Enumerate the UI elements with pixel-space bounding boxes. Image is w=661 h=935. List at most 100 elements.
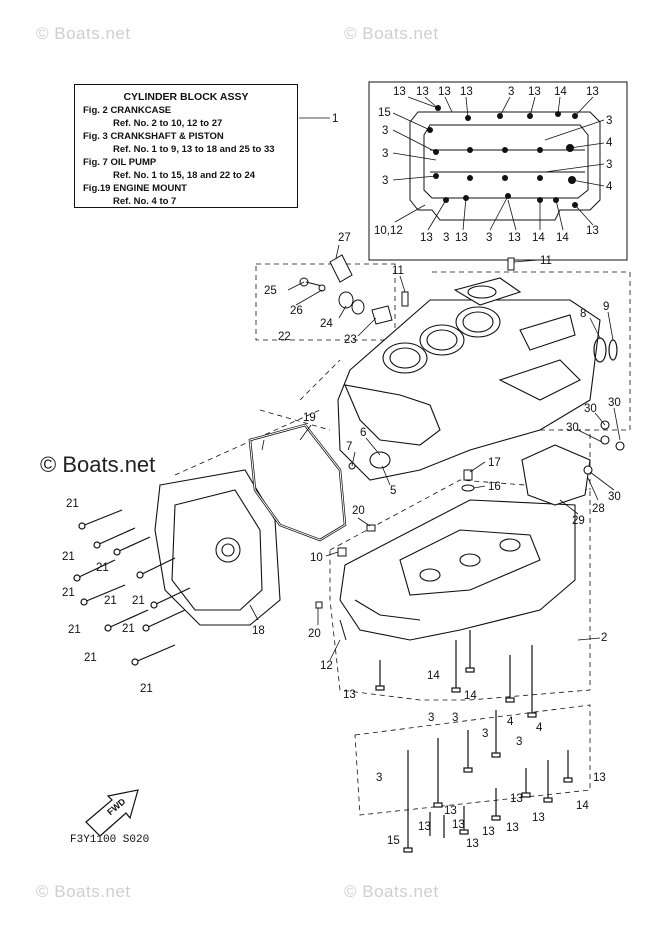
callout-24: 24 <box>320 318 333 330</box>
dowel-10 <box>337 547 347 557</box>
callout-13: 13 <box>506 822 519 834</box>
callout-21: 21 <box>122 623 135 635</box>
callout-13: 13 <box>452 819 465 831</box>
callout-30: 30 <box>584 403 597 415</box>
callout-27: 27 <box>338 232 351 244</box>
callout-19: 19 <box>303 412 316 424</box>
callout-5: 5 <box>390 485 396 497</box>
callout-14: 14 <box>556 232 569 244</box>
callout-3: 3 <box>376 772 382 784</box>
callout-13: 13 <box>438 86 451 98</box>
callout-3: 3 <box>382 175 388 187</box>
info-box-line-2: Ref. No. 2 to 10, 12 to 27 <box>113 118 223 129</box>
callout-16: 16 <box>488 481 501 493</box>
callout-13: 13 <box>532 812 545 824</box>
callout-1: 1 <box>332 113 338 125</box>
callout-13: 13 <box>393 86 406 98</box>
callout-3: 3 <box>382 148 388 160</box>
callout-3: 3 <box>516 736 522 748</box>
callout-13: 13 <box>420 232 433 244</box>
callout-10-12: 10,12 <box>374 225 403 237</box>
info-box-line-4: Ref. No. 1 to 9, 13 to 18 and 25 to 33 <box>113 144 275 155</box>
bolt-group-box <box>354 704 591 816</box>
callout-4: 4 <box>606 137 613 149</box>
callout-12: 12 <box>320 660 333 672</box>
callout-13: 13 <box>455 232 468 244</box>
callout-3: 3 <box>428 712 434 724</box>
callout-26: 26 <box>290 305 303 317</box>
callout-30: 30 <box>566 422 579 434</box>
callout-3: 3 <box>382 125 388 137</box>
watermark-top-right: © Boats.net <box>344 24 439 43</box>
callout-21: 21 <box>104 595 117 607</box>
lower-crankcase-box <box>329 479 591 701</box>
upper-block-box <box>432 271 631 431</box>
callout-29: 29 <box>572 515 585 527</box>
callout-11: 11 <box>540 255 552 267</box>
o-ring-16 <box>461 484 475 492</box>
callout-7: 7 <box>346 441 352 453</box>
callout-3: 3 <box>486 232 492 244</box>
callout-10: 10 <box>310 552 323 564</box>
fwd-arrow: FWD <box>85 789 139 837</box>
block-guide <box>299 359 341 401</box>
callout-3: 3 <box>443 232 449 244</box>
callout-30: 30 <box>608 397 621 409</box>
o-ring-9 <box>608 339 618 361</box>
screw-27 <box>329 254 353 283</box>
callout-21: 21 <box>132 595 145 607</box>
callout-13: 13 <box>482 826 495 838</box>
watermark-top-left: © Boats.net <box>36 24 131 43</box>
bolt-pattern-box <box>368 81 628 261</box>
callout-21: 21 <box>62 587 75 599</box>
diagram-code: F3Y1100 S020 <box>70 834 150 846</box>
info-box-line-1: Fig. 2 CRANKCASE <box>83 105 172 116</box>
callout-25: 25 <box>264 285 277 297</box>
dowel-11 <box>401 291 409 307</box>
callout-28: 28 <box>592 503 605 515</box>
callout-13: 13 <box>528 86 541 98</box>
cylinder-block-info-box: CYLINDER BLOCK ASSY Fig. 2 CRANKCASE Ref… <box>74 84 298 208</box>
callout-13: 13 <box>510 793 523 805</box>
callout-3: 3 <box>452 712 458 724</box>
watermark-bottom-right: © Boats.net <box>344 882 439 901</box>
callout-13: 13 <box>418 821 431 833</box>
callout-13: 13 <box>508 232 521 244</box>
callout-13: 13 <box>466 838 479 850</box>
callout-21: 21 <box>84 652 97 664</box>
callout-3: 3 <box>508 86 514 98</box>
callout-13: 13 <box>416 86 429 98</box>
callout-3: 3 <box>606 159 612 171</box>
callout-30: 30 <box>608 491 621 503</box>
callout-14: 14 <box>576 800 589 812</box>
callout-21: 21 <box>68 624 81 636</box>
watermark-bottom-left: © Boats.net <box>36 882 131 901</box>
info-box-line-3: Fig. 3 CRANKSHAFT & PISTON <box>83 131 224 142</box>
callout-3: 3 <box>482 728 488 740</box>
washer-26 <box>318 284 326 292</box>
callout-13: 13 <box>460 86 473 98</box>
callout-13: 13 <box>343 689 356 701</box>
info-box-title: CYLINDER BLOCK ASSY <box>123 91 249 103</box>
callout-22: 22 <box>278 331 291 343</box>
watermark-middle: © Boats.net <box>40 452 156 477</box>
callout-20: 20 <box>308 628 321 640</box>
callout-15: 15 <box>378 107 391 119</box>
callout-21: 21 <box>66 498 79 510</box>
fitting-23 <box>371 305 393 325</box>
callout-17: 17 <box>488 457 501 469</box>
callout-4: 4 <box>536 722 543 734</box>
callout-13: 13 <box>593 772 606 784</box>
callout-2: 2 <box>601 632 607 644</box>
info-box-line-6: Ref. No. 1 to 15, 18 and 22 to 24 <box>113 170 256 181</box>
callout-4: 4 <box>606 181 613 193</box>
callout-13: 13 <box>586 86 599 98</box>
callout-14: 14 <box>532 232 545 244</box>
callout-23: 23 <box>344 334 357 346</box>
callout-11: 11 <box>392 265 404 277</box>
info-box-line-8: Ref. No. 4 to 7 <box>113 196 177 207</box>
callouts-top-box: 13 13 13 13 3 13 14 13 3 4 3 4 13 15 3 3… <box>332 86 613 244</box>
callout-13: 13 <box>444 805 457 817</box>
plug-17 <box>463 469 473 481</box>
